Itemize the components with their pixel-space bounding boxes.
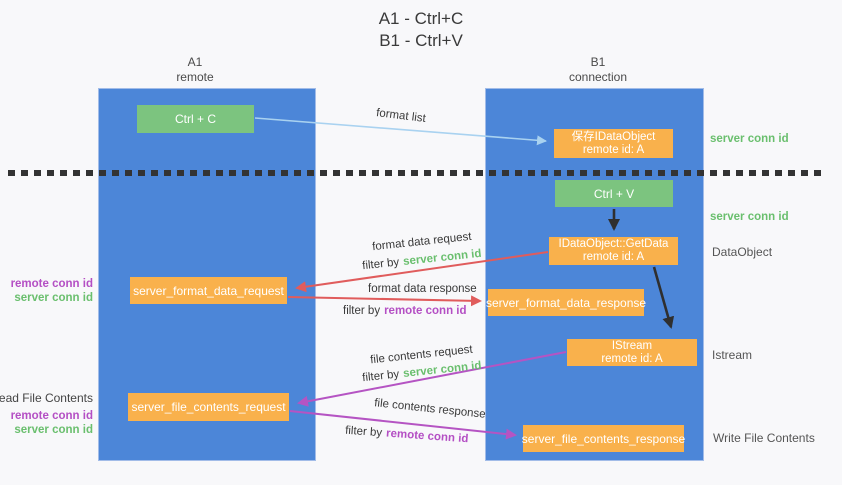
node-format-response-label: server_format_data_response (485, 295, 647, 310)
label-file-conn-ids: remote conn id server conn id (11, 409, 93, 437)
arrow-format-data-request (295, 251, 549, 293)
node-idataobject-getdata: IDataObject::GetData remote id: A (549, 237, 678, 265)
diagram-title: A1 - Ctrl+C B1 - Ctrl+V (0, 8, 842, 52)
node-getdata-line2: remote id: A (582, 251, 645, 263)
remote-conn-id-key: remote conn id (384, 305, 467, 317)
label-format-data-response: format data response (368, 283, 477, 295)
node-save-idataobject: 保存IDataObject remote id: A (554, 129, 673, 158)
filter-by-text: filter by (344, 424, 383, 440)
arrow-file-contents-request (297, 351, 567, 407)
label-format-conn-ids: remote conn id server conn id (11, 277, 93, 305)
title-line-1: A1 - Ctrl+C (378, 9, 464, 28)
node-ctrl-c: Ctrl + C (137, 105, 254, 133)
label-read-file-contents: Read File Contents (0, 391, 93, 405)
remote-conn-id-label: remote conn id (10, 410, 93, 422)
label-server-conn-id-top: server conn id (710, 133, 789, 145)
label-server-conn-id-mid: server conn id (710, 211, 789, 223)
column-b1-subtitle: connection (568, 70, 628, 84)
column-a1-subtitle: remote (176, 70, 214, 84)
label-dataobject: DataObject (712, 245, 773, 259)
node-ctrl-v-label: Ctrl + V (593, 186, 635, 201)
column-b1-name: B1 (590, 55, 606, 69)
node-istream-line1: IStream (611, 339, 653, 352)
node-istream: IStream remote id: A (567, 339, 697, 366)
node-server-format-data-response: server_format_data_response (485, 289, 647, 316)
server-conn-id-label: server conn id (14, 292, 93, 304)
arrow-format-list (254, 117, 547, 146)
node-file-response-label: server_file_contents_response (521, 431, 686, 446)
session-divider-line (8, 170, 821, 176)
column-header-a1: A1 remote (135, 55, 255, 85)
column-a1-name: A1 (187, 55, 203, 69)
node-istream-line2: remote id: A (601, 352, 663, 365)
arrow-format-data-response (287, 295, 482, 307)
node-server-format-data-request: server_format_data_request (130, 277, 287, 304)
label-istream: Istream (712, 348, 753, 362)
node-ctrl-v: Ctrl + V (555, 180, 673, 207)
node-server-file-contents-request: server_file_contents_request (128, 393, 289, 421)
title-line-2: B1 - Ctrl+V (379, 31, 463, 50)
label-write-file-contents: Write File Contents (713, 431, 815, 445)
arrow-getdata-to-istream (652, 266, 675, 329)
remote-conn-id-label: remote conn id (10, 278, 93, 290)
server-conn-id-label: server conn id (14, 424, 93, 436)
node-server-file-contents-response: server_file_contents_response (521, 425, 686, 452)
node-file-request-label: server_file_contents_request (131, 400, 286, 414)
filter-by-text: filter by (343, 305, 381, 317)
node-save-idataobject-line1: 保存IDataObject (571, 130, 656, 143)
node-getdata-line1: IDataObject::GetData (558, 238, 669, 250)
arrow-file-contents-response (289, 410, 517, 440)
node-save-idataobject-line2: remote id: A (582, 143, 645, 156)
column-header-b1: B1 connection (538, 55, 658, 85)
node-ctrl-c-label: Ctrl + C (174, 112, 216, 126)
node-format-request-label: server_format_data_request (133, 283, 284, 298)
